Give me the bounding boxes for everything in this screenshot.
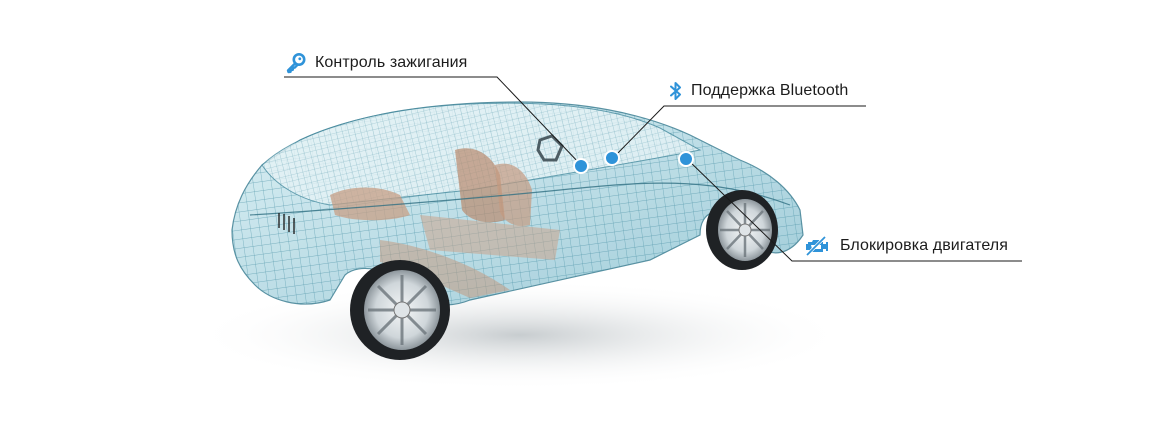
callout-ignition[interactable]: Контроль зажигания	[285, 52, 467, 74]
engine-blocked-icon	[804, 236, 830, 256]
key-icon	[285, 52, 307, 74]
callout-ignition-label: Контроль зажигания	[315, 54, 468, 71]
rear-wheel	[350, 260, 450, 360]
hotspot-ignition[interactable]	[573, 158, 589, 174]
leader-line-ignition	[284, 76, 582, 166]
hotspot-bluetooth[interactable]	[604, 150, 620, 166]
callout-bluetooth-label: Поддержка Bluetooth	[691, 82, 849, 99]
bluetooth-icon	[670, 81, 682, 101]
leader-line-engine	[685, 157, 1022, 262]
callout-engine-label: Блокировка двигателя	[840, 237, 1008, 254]
leader-line-bluetooth	[612, 105, 866, 159]
hotspots	[573, 150, 694, 174]
front-wheel	[706, 190, 778, 270]
hotspot-engine[interactable]	[678, 151, 694, 167]
callout-engine[interactable]: Блокировка двигателя	[804, 236, 1008, 256]
car-body	[231, 101, 804, 306]
leader-lines	[284, 76, 1022, 262]
callout-bluetooth[interactable]: Поддержка Bluetooth	[670, 81, 848, 101]
